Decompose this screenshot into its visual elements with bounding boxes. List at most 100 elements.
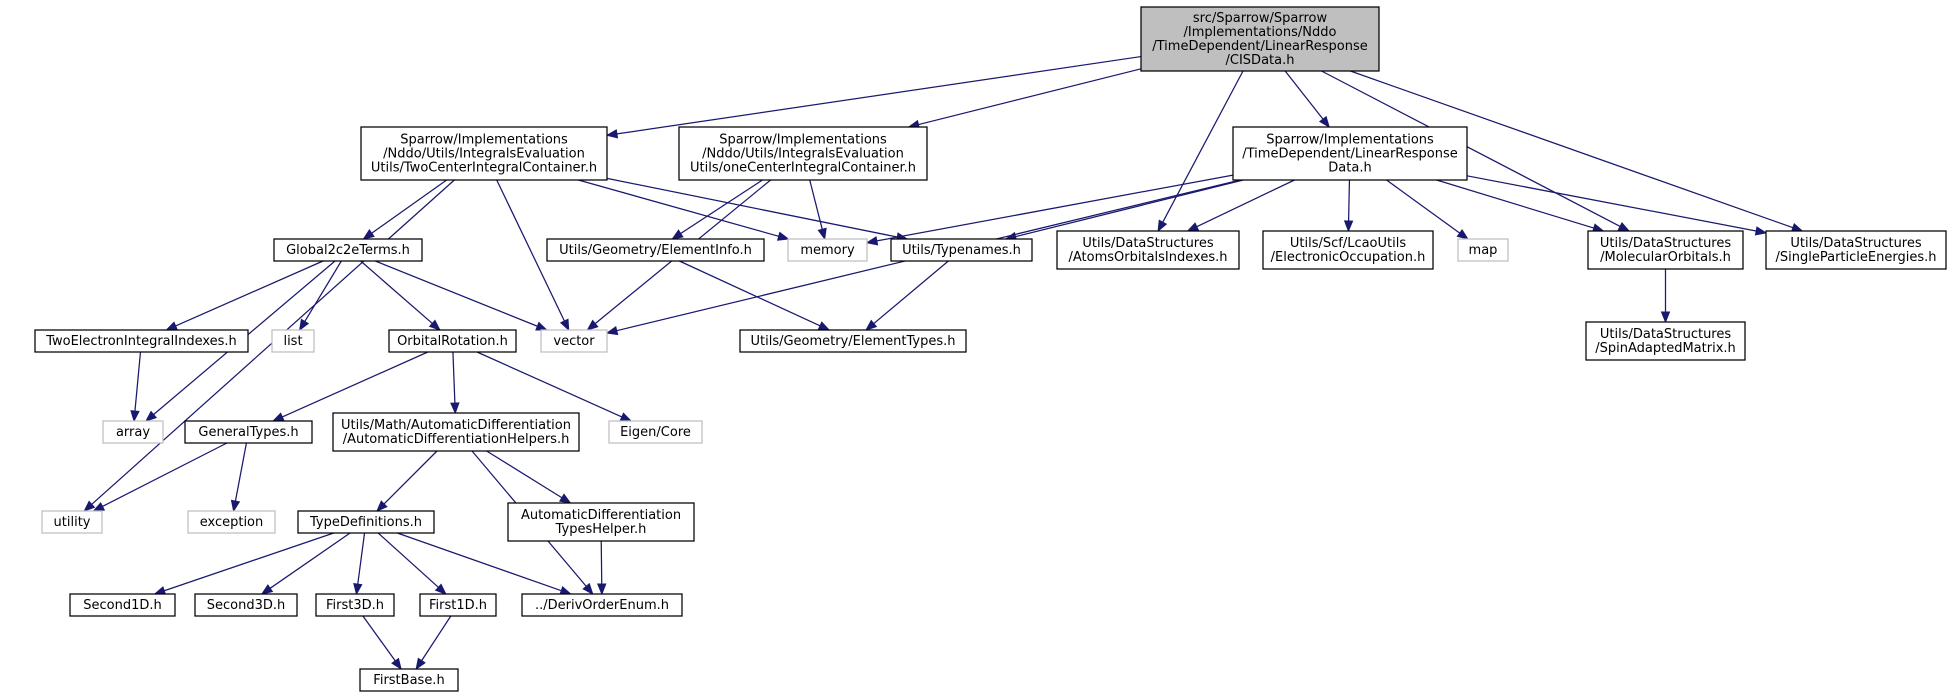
- arrowhead-icon: [586, 319, 599, 331]
- node-derivorder[interactable]: ../DerivOrderEnum.h: [521, 593, 683, 617]
- edge-cisdata-to-spe: [1350, 70, 1804, 232]
- node-box: [332, 412, 580, 452]
- node-second3d[interactable]: Second3D.h: [194, 593, 298, 617]
- edge-typedefs-to-second1d: [153, 532, 334, 596]
- node-label-line: First1D.h: [429, 598, 487, 613]
- edge-line: [282, 351, 429, 418]
- node-twocenter[interactable]: Sparrow/Implementations/Nddo/Utils/Integ…: [360, 126, 608, 181]
- node-label-line: /ElectronicOccupation.h: [1271, 250, 1426, 265]
- node-typedefs[interactable]: TypeDefinitions.h: [297, 510, 435, 534]
- arrowhead-icon: [83, 500, 96, 512]
- edge-line: [1386, 179, 1461, 234]
- arrowhead-icon: [1790, 223, 1804, 232]
- edge-line: [269, 532, 351, 589]
- edge-lrdata-to-map: [1386, 179, 1469, 240]
- node-autodiff[interactable]: Utils/Math/AutomaticDifferentiation/Auto…: [332, 412, 580, 452]
- edge-line: [1321, 70, 1621, 227]
- node-lrdata[interactable]: Sparrow/Implementations/TimeDependent/Li…: [1232, 126, 1468, 181]
- node-box: [678, 126, 928, 181]
- node-label-line: vector: [553, 334, 595, 349]
- node-elementinfo[interactable]: Utils/Geometry/ElementInfo.h: [546, 238, 765, 262]
- node-label-line: Utils/DataStructures: [1082, 236, 1214, 251]
- node-label-line: array: [116, 425, 150, 440]
- edge-line: [383, 450, 438, 505]
- edge-typedefs-to-first3d: [353, 532, 366, 596]
- node-box: [41, 510, 103, 534]
- node-box: [608, 420, 703, 444]
- edge-line: [397, 532, 562, 592]
- node-cisdata[interactable]: src/Sparrow/Sparrow/Implementations/Nddo…: [1140, 6, 1380, 72]
- node-label-line: Data.h: [1328, 161, 1371, 176]
- node-atomsorb[interactable]: Utils/DataStructures/AtomsOrbitalsIndexe…: [1056, 230, 1240, 270]
- node-global2c2e[interactable]: Global2c2eTerms.h: [273, 238, 423, 262]
- node-box: [271, 329, 315, 353]
- edge-gentypes-to-utility: [92, 442, 228, 512]
- node-box: [194, 593, 298, 617]
- node-spe[interactable]: Utils/DataStructures/SingleParticleEnerg…: [1765, 230, 1947, 270]
- node-lcao[interactable]: Utils/Scf/LcaoUtils/ElectronicOccupation…: [1262, 230, 1434, 270]
- edge-typenames-to-elementtypes: [865, 260, 949, 331]
- edge-lrdata-to-memory: [865, 174, 1234, 246]
- arrowhead-icon: [776, 231, 790, 241]
- node-elementtypes[interactable]: Utils/Geometry/ElementTypes.h: [739, 329, 967, 353]
- edge-twocenter-to-memory: [578, 179, 790, 241]
- edge-line: [918, 68, 1142, 126]
- node-box: [521, 593, 683, 617]
- edge-line: [1466, 175, 1757, 232]
- node-label-line: /Nddo/Utils/IntegralsEvaluation: [383, 147, 585, 162]
- node-label-line: First3D.h: [326, 598, 384, 613]
- arrowhead-icon: [1456, 228, 1469, 240]
- edge-line: [876, 174, 1234, 242]
- node-gentypes[interactable]: GeneralTypes.h: [184, 420, 313, 444]
- node-orbrot[interactable]: OrbitalRotation.h: [388, 329, 517, 353]
- node-label-line: /MolecularOrbitals.h: [1600, 250, 1731, 265]
- edge-line: [809, 179, 823, 230]
- node-spinmat[interactable]: Utils/DataStructures/SpinAdaptedMatrix.h: [1585, 321, 1746, 361]
- arrowhead-icon: [582, 582, 594, 596]
- node-label-line: memory: [800, 243, 855, 258]
- node-first1d[interactable]: First1D.h: [419, 593, 497, 617]
- edge-line: [616, 55, 1142, 135]
- arrowhead-icon: [144, 410, 158, 422]
- edge-line: [377, 532, 439, 588]
- edge-line: [102, 442, 228, 508]
- node-onecenter[interactable]: Sparrow/Implementations/Nddo/Utils/Integ…: [678, 126, 928, 181]
- node-first3d[interactable]: First3D.h: [315, 593, 395, 617]
- edge-line: [1162, 70, 1244, 223]
- edge-line: [606, 177, 898, 238]
- arrowhead-icon: [1157, 219, 1168, 233]
- edge-line: [357, 532, 366, 585]
- edge-line: [421, 615, 452, 661]
- node-second1d[interactable]: Second1D.h: [69, 593, 176, 617]
- node-box: [388, 329, 517, 353]
- node-label-line: Utils/Typenames.h: [902, 243, 1021, 258]
- node-twoelec[interactable]: TwoElectronIntegralIndexes.h: [34, 329, 249, 353]
- edge-line: [679, 260, 821, 327]
- edge-line: [1015, 179, 1244, 238]
- edge-onecenter-to-memory: [809, 179, 827, 241]
- node-label-line: /Implementations/Nddo: [1184, 25, 1337, 40]
- node-vector: vector: [540, 329, 608, 353]
- node-typenames[interactable]: Utils/Typenames.h: [890, 238, 1033, 262]
- arrowhead-icon: [597, 583, 607, 596]
- arrowhead-icon: [559, 586, 572, 595]
- node-box: [1056, 230, 1240, 270]
- edges-layer: [83, 55, 1804, 671]
- node-label-line: Sparrow/Implementations: [719, 133, 887, 148]
- node-label-line: /SingleParticleEnergies.h: [1776, 250, 1937, 265]
- node-label-line: Utils/Geometry/ElementInfo.h: [559, 243, 752, 258]
- edge-line: [1347, 179, 1351, 222]
- edge-line: [1436, 179, 1595, 229]
- node-box: [1140, 6, 1380, 72]
- arrowhead-icon: [605, 325, 619, 336]
- edge-line: [375, 260, 538, 327]
- edge-line: [1196, 179, 1295, 228]
- edge-line: [680, 179, 763, 235]
- edge-global2c2e-to-list: [298, 260, 342, 332]
- node-molorb[interactable]: Utils/DataStructures/MolecularOrbitals.h: [1587, 230, 1744, 270]
- edge-line: [873, 260, 949, 325]
- node-label-line: Eigen/Core: [620, 425, 691, 440]
- node-firstbase[interactable]: FirstBase.h: [359, 668, 459, 692]
